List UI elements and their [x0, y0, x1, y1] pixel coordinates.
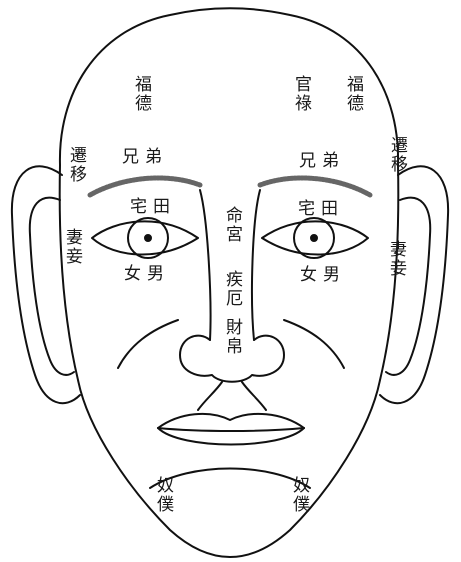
right-cheek-fold [284, 320, 344, 368]
left-ear-outer [12, 166, 80, 403]
right-eyebrow [260, 178, 370, 195]
chin-curve [150, 469, 310, 489]
nose-right-line [252, 190, 260, 340]
label-qiqie-right: 妻妾 [386, 240, 406, 278]
label-nannv-left: 女男 [124, 264, 170, 284]
label-xiongdi-left: 兄弟 [122, 147, 168, 167]
mouth-line [158, 428, 304, 431]
left-cheek-fold [118, 320, 178, 368]
label-caibo: 財帛 [222, 318, 242, 356]
label-nupu-left: 奴僕 [153, 476, 173, 514]
label-tianzhai-left: 宅田 [130, 197, 176, 217]
label-jie: 疾厄 [222, 270, 242, 308]
philtrum-right [242, 382, 266, 410]
upper-lip [158, 414, 304, 428]
right-ear-outer [380, 166, 448, 403]
right-ear-inner [386, 198, 430, 375]
label-nupu-right: 奴僕 [289, 476, 309, 514]
left-ear-inner [30, 198, 74, 375]
left-eyebrow [90, 178, 200, 195]
label-xiongdi-right: 兄弟 [299, 151, 345, 171]
label-tianzhai-right: 宅田 [298, 199, 344, 219]
right-pupil [311, 235, 317, 241]
label-guanlu: 官祿 [291, 75, 311, 113]
label-qianyi-right: 遷移 [387, 136, 407, 174]
label-fude-left: 福德 [131, 75, 151, 113]
label-qiqie-left: 妻妾 [62, 228, 82, 266]
left-pupil [145, 235, 151, 241]
label-nannv-right: 女男 [300, 265, 346, 285]
label-minggong: 命宮 [222, 206, 242, 244]
label-fude-right: 福德 [343, 75, 363, 113]
nose-left-line [200, 190, 211, 340]
label-qianyi-left: 遷移 [66, 146, 86, 184]
philtrum-left [198, 382, 222, 410]
